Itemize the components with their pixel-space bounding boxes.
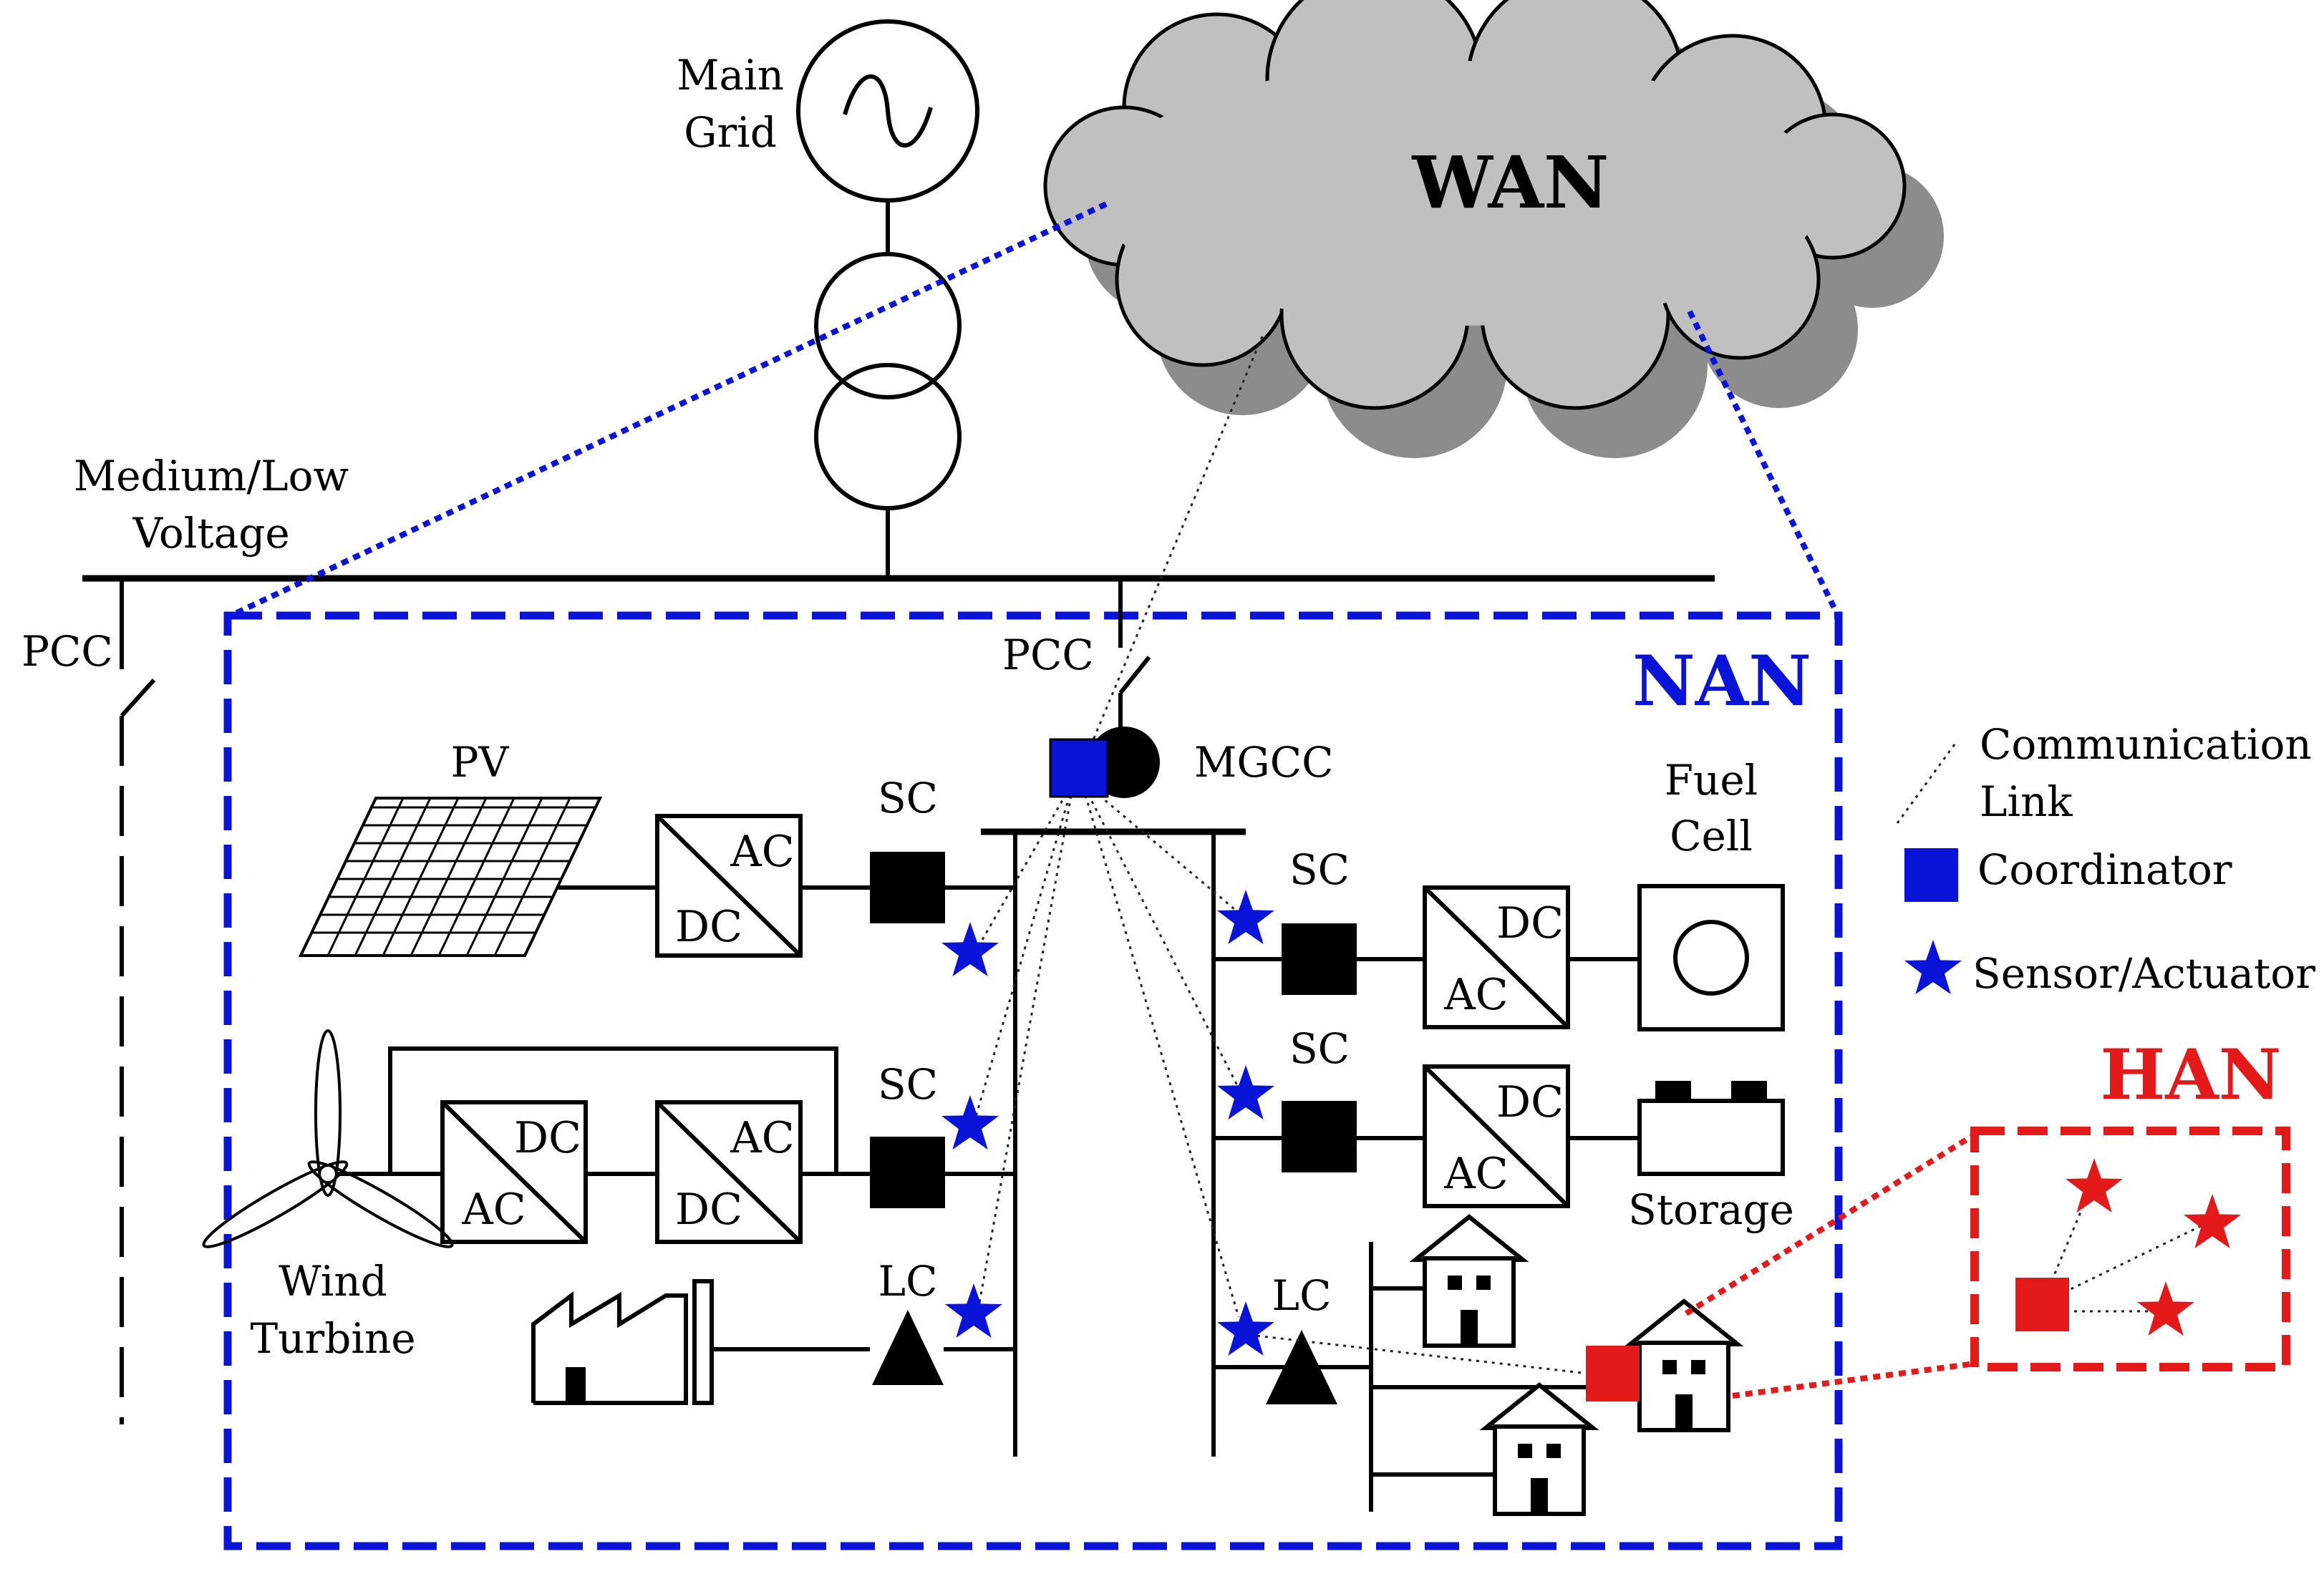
sensor-star-pv	[941, 922, 999, 976]
sc-switch-fuel	[1282, 923, 1357, 995]
wind-converter-1-ac: AC	[461, 1185, 526, 1235]
sensor-star-residential	[1217, 1301, 1274, 1356]
pv-converter-dc: DC	[675, 902, 742, 952]
communication-links	[974, 336, 1583, 1374]
han-sensor-star-3	[2137, 1281, 2194, 1336]
wind-converter-2-dc: DC	[675, 1185, 742, 1235]
factory-load	[531, 1279, 714, 1405]
legend: Communication Link Coordinator Sensor/Ac…	[1896, 720, 2315, 998]
fuel-converter-dc: DC	[1496, 898, 1564, 948]
han-internal-coordinator	[2015, 1278, 2069, 1331]
lc-label-2: LC	[1272, 1271, 1332, 1320]
legend-link-label: Communication	[1980, 720, 2312, 769]
sensor-star-wind	[941, 1095, 999, 1150]
sensor-star-factory	[945, 1283, 1002, 1338]
pv-converter: AC DC	[655, 814, 803, 958]
mgcc-label: MGCC	[1194, 738, 1333, 787]
fuel-converter-ac: AC	[1443, 970, 1508, 1020]
sc-switch-storage	[1282, 1101, 1357, 1172]
nan-boundary	[223, 611, 1843, 1550]
pv-label: PV	[451, 738, 510, 787]
legend-link-sample	[1896, 744, 1956, 824]
wan-label: WAN	[1412, 140, 1609, 225]
fuel-converter: DC AC	[1423, 885, 1570, 1029]
wind-converter-1: DC AC	[440, 1100, 588, 1244]
house-2-icon	[1630, 1301, 1738, 1430]
pv-panel: PV	[298, 738, 603, 957]
wind-label-2: Turbine	[250, 1314, 415, 1363]
mgcc-coordinator	[1049, 738, 1109, 798]
fuel-cell-label: Fuel	[1665, 756, 1758, 805]
sc-switch-wind	[870, 1137, 945, 1208]
han-label: HAN	[2101, 1034, 2282, 1115]
han-sensor-star-2	[2184, 1194, 2241, 1248]
fuel-cell-label-2: Cell	[1670, 812, 1753, 860]
storage-converter: DC AC	[1423, 1064, 1570, 1208]
sc-label-3: SC	[1289, 845, 1350, 894]
sc-label-2: SC	[878, 1060, 938, 1109]
storage-converter-ac: AC	[1443, 1149, 1508, 1199]
pcc-left-label: PCC	[21, 627, 113, 676]
wind-converter-2: AC DC	[655, 1100, 803, 1244]
storage-converter-dc: DC	[1496, 1077, 1564, 1127]
legend-coordinator-label: Coordinator	[1977, 845, 2232, 894]
voltage-label-2: Voltage	[132, 509, 289, 558]
han-coordinator	[1586, 1346, 1640, 1401]
left-pcc-switch: PCC	[21, 578, 156, 1424]
voltage-label: Medium/Low	[74, 452, 349, 500]
pv-converter-ac: AC	[730, 827, 794, 877]
transformer-icon	[814, 252, 962, 399]
wind-converter-2-ac: AC	[730, 1113, 794, 1163]
battery-storage: Storage	[1628, 1081, 1794, 1234]
wind-converter-1-dc: DC	[514, 1113, 581, 1163]
sensor-star-storage	[1217, 1065, 1274, 1119]
wind-turbine: Wind Turbine	[202, 1029, 454, 1363]
han-sensor-star-1	[2066, 1158, 2123, 1213]
legend-link-label-2: Link	[1980, 777, 2073, 826]
house-3-icon	[1486, 1385, 1593, 1514]
lc-label-1: LC	[878, 1257, 938, 1306]
legend-coordinator-icon	[1904, 848, 1958, 902]
house-1-icon	[1415, 1217, 1523, 1346]
legend-sensor-icon	[1904, 940, 1962, 994]
wan-nan-link-left	[226, 201, 1108, 620]
lc-device-left	[872, 1310, 944, 1385]
lc-device-right	[1266, 1330, 1337, 1404]
house-han-link-top	[1684, 1132, 1977, 1316]
sc-label-4: SC	[1289, 1024, 1350, 1073]
nan-label: NAN	[1632, 641, 1811, 722]
sensor-star-fuel	[1217, 890, 1274, 944]
main-grid-label: Main	[677, 51, 784, 99]
wan-nan-link-right	[1687, 310, 1841, 618]
han-boundary	[1970, 1127, 2290, 1371]
main-grid-source: Main Grid	[677, 19, 979, 578]
wind-label: Wind	[279, 1257, 387, 1306]
sc-switch-pv	[870, 852, 945, 923]
storage-label: Storage	[1628, 1185, 1794, 1234]
main-grid-label-2: Grid	[684, 108, 777, 157]
pcc-center-label: PCC	[1002, 631, 1094, 679]
house-han-link-bottom	[1732, 1361, 1975, 1399]
sc-label-1: SC	[878, 774, 938, 822]
legend-sensor-label: Sensor/Actuator	[1972, 949, 2315, 998]
wan-cloud: WAN	[1043, 0, 1944, 458]
fuel-cell: Fuel Cell	[1637, 756, 1785, 1031]
